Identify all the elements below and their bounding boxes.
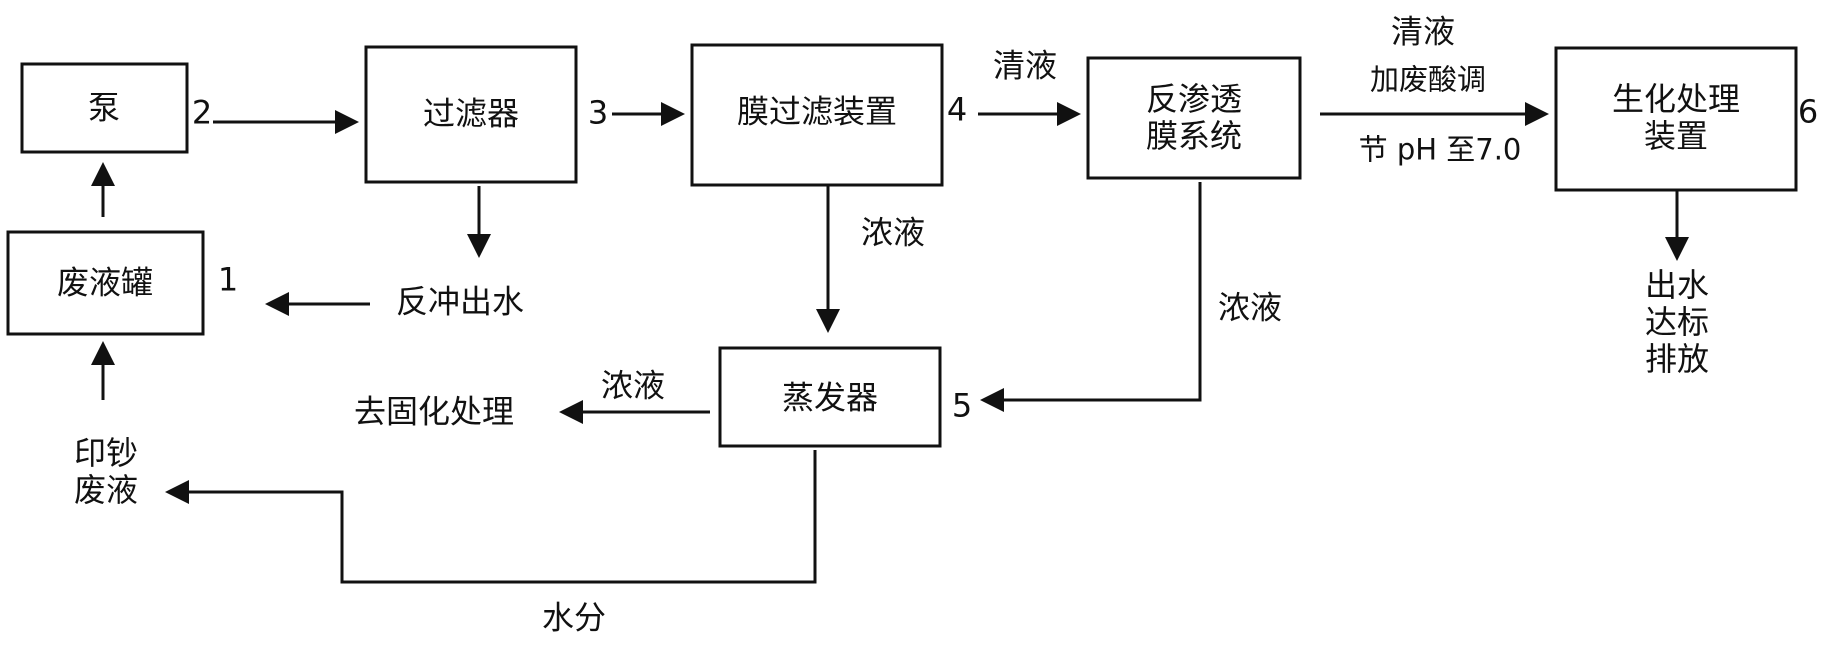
solidify-treatment-label: 去固化处理	[353, 392, 515, 431]
evaporator-box	[718, 346, 942, 448]
water-label: 水分	[541, 598, 607, 637]
membrane-label: 膜过滤装置	[736, 92, 898, 131]
concentrate-label-evaporator: 浓液	[600, 366, 666, 405]
arrow-evaporator-water-return	[165, 450, 817, 584]
banknote-waste-label: 印钞废液	[73, 434, 139, 509]
ro-box	[1086, 56, 1302, 180]
filter-box	[364, 45, 578, 184]
node-number-3: 3	[587, 93, 609, 132]
ph-adjust-label: 节 pH 至7.0	[1358, 132, 1522, 167]
pump-box	[20, 62, 189, 154]
concentrate-label-ro: 浓液	[1217, 288, 1283, 327]
node-number-5: 5	[951, 386, 973, 425]
clear-liquid-label-1: 清液	[992, 46, 1058, 85]
concentrate-label-membrane: 浓液	[860, 213, 926, 252]
tank-box	[6, 230, 205, 336]
clear-liquid-label-2: 清液	[1390, 12, 1456, 51]
evaporator-label: 蒸发器	[781, 378, 879, 417]
pump-label: 泵	[87, 88, 121, 127]
node-number-6: 6	[1797, 92, 1819, 131]
membrane-box	[690, 43, 944, 187]
node-number-1: 1	[217, 260, 239, 299]
bio-label: 生化处理装置	[1611, 80, 1741, 155]
arrow-ro-to-evaporator	[980, 182, 1202, 412]
ro-label: 反渗透膜系统	[1145, 80, 1243, 155]
tank-label: 废液罐	[56, 263, 154, 302]
node-number-4: 4	[946, 90, 968, 129]
discharge-label: 出水达标排放	[1644, 265, 1710, 378]
filter-label: 过滤器	[422, 94, 520, 133]
node-number-2: 2	[191, 93, 213, 132]
acid-adjust-label: 加废酸调	[1369, 62, 1487, 97]
backwash-water-label: 反冲出水	[395, 282, 525, 321]
